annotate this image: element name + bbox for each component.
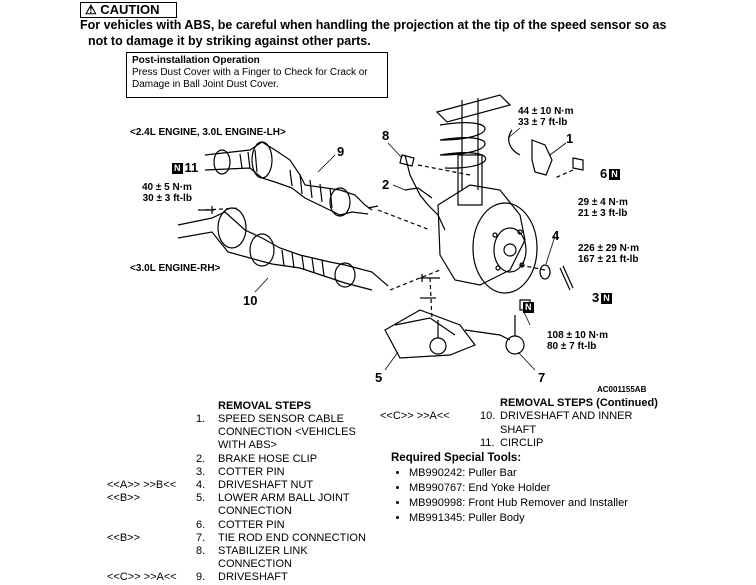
step-ref: <<B>> (107, 531, 141, 544)
step-number: 9. (196, 571, 206, 584)
step-number: 4. (196, 479, 206, 491)
post-installation-line-2: Damage in Ball Joint Dust Cover. (132, 79, 279, 90)
step-text: COTTER PIN (218, 518, 285, 531)
special-tools-list: MB990242: Puller BarMB990767: End Yoke H… (391, 466, 751, 526)
step-text: DRIVESHAFT NUT (218, 479, 314, 491)
callout-10: 10 (243, 293, 258, 308)
step-number: 5. (196, 492, 206, 505)
callout-2: 2 (382, 177, 390, 192)
callout-7: 7 (538, 370, 546, 385)
step-number: 7. (196, 531, 206, 544)
special-tool-item: MB991345: Puller Body (409, 511, 751, 526)
post-installation-title: Post-installation Operation (132, 55, 260, 66)
step-number: 10. (480, 410, 496, 422)
callout-4: 4 (552, 228, 560, 243)
step-text: CONNECTION (218, 505, 292, 518)
caution-label: ⚠ CAUTION (80, 2, 177, 18)
step-number: 2. (196, 452, 206, 465)
step-ref: <<C>> >>A<< (380, 410, 450, 422)
step-text: TIE ROD END CONNECTION (218, 531, 366, 544)
caution-text: For vehicles with ABS, be careful when h… (80, 17, 720, 49)
step-ref: <<B>> (107, 492, 141, 505)
tightening-badge: N (601, 293, 612, 305)
step-text: CONNECTION <VEHICLES (218, 426, 356, 439)
step-text: WITH ABS> (218, 439, 277, 452)
step-ref: <<C>> >>A<< (107, 571, 177, 584)
step-text: SPEED SENSOR CABLE (218, 413, 344, 425)
callout-5: 5 (375, 370, 383, 385)
step-number: 11. (480, 437, 495, 449)
step-number: 3. (196, 465, 206, 478)
step-ref: <<A>> >>B<< (107, 479, 177, 491)
special-tool-item: MB990998: Front Hub Remover and Installe… (409, 496, 751, 511)
step-text: SHAFT (500, 423, 537, 436)
post-installation-box: Post-installation Operation Press Dust C… (126, 52, 388, 98)
removal-steps-continued-title: REMOVAL STEPS (Continued) (500, 397, 658, 409)
post-installation-line-1: Press Dust Cover with a Finger to Check … (132, 67, 368, 78)
tightening-badge: N (172, 163, 183, 175)
step-number: 6. (196, 518, 206, 531)
step-text: LOWER ARM BALL JOINT (218, 492, 350, 505)
callout-9: 9 (337, 144, 345, 159)
special-tool-item: MB990242: Puller Bar (409, 466, 751, 481)
caution-line-1: For vehicles with ABS, be careful when h… (80, 18, 667, 32)
step-text: DRIVESHAFT (218, 571, 288, 584)
engine-rh-label: <3.0L ENGINE-RH> (130, 263, 221, 274)
figure-id: AC001155AB (597, 385, 647, 394)
removal-steps-continued: REMOVAL STEPS (Continued) <<C>> >>A<< 10.… (380, 397, 750, 449)
callout-8: 8 (382, 128, 390, 143)
nut-badge: N (523, 299, 536, 317)
step-number: 1. (196, 413, 206, 425)
caution-line-2: not to damage it by striking against oth… (88, 34, 371, 48)
callout-1: 1 (566, 131, 574, 146)
step-text: BRAKE HOSE CLIP (218, 452, 318, 465)
removal-steps-title: REMOVAL STEPS (218, 400, 312, 412)
engine-lh-label: <2.4L ENGINE, 3.0L ENGINE-LH> (130, 127, 286, 138)
step-number: 8. (196, 545, 206, 557)
special-tools-title: Required Special Tools: (391, 452, 522, 464)
step-text: STABILIZER LINK (218, 545, 308, 557)
exploded-view-diagram (177, 94, 584, 371)
tightening-badge: N (609, 169, 620, 181)
step-text: DRIVESHAFT AND INNER (500, 410, 633, 422)
step-text: CIRCLIP (500, 437, 544, 449)
step-text: CONNECTION (218, 558, 292, 571)
special-tools: Required Special Tools: MB990242: Puller… (391, 452, 751, 526)
tightening-badge: N (523, 302, 534, 314)
step-text: COTTER PIN (218, 465, 285, 478)
special-tool-item: MB990767: End Yoke Holder (409, 481, 751, 496)
